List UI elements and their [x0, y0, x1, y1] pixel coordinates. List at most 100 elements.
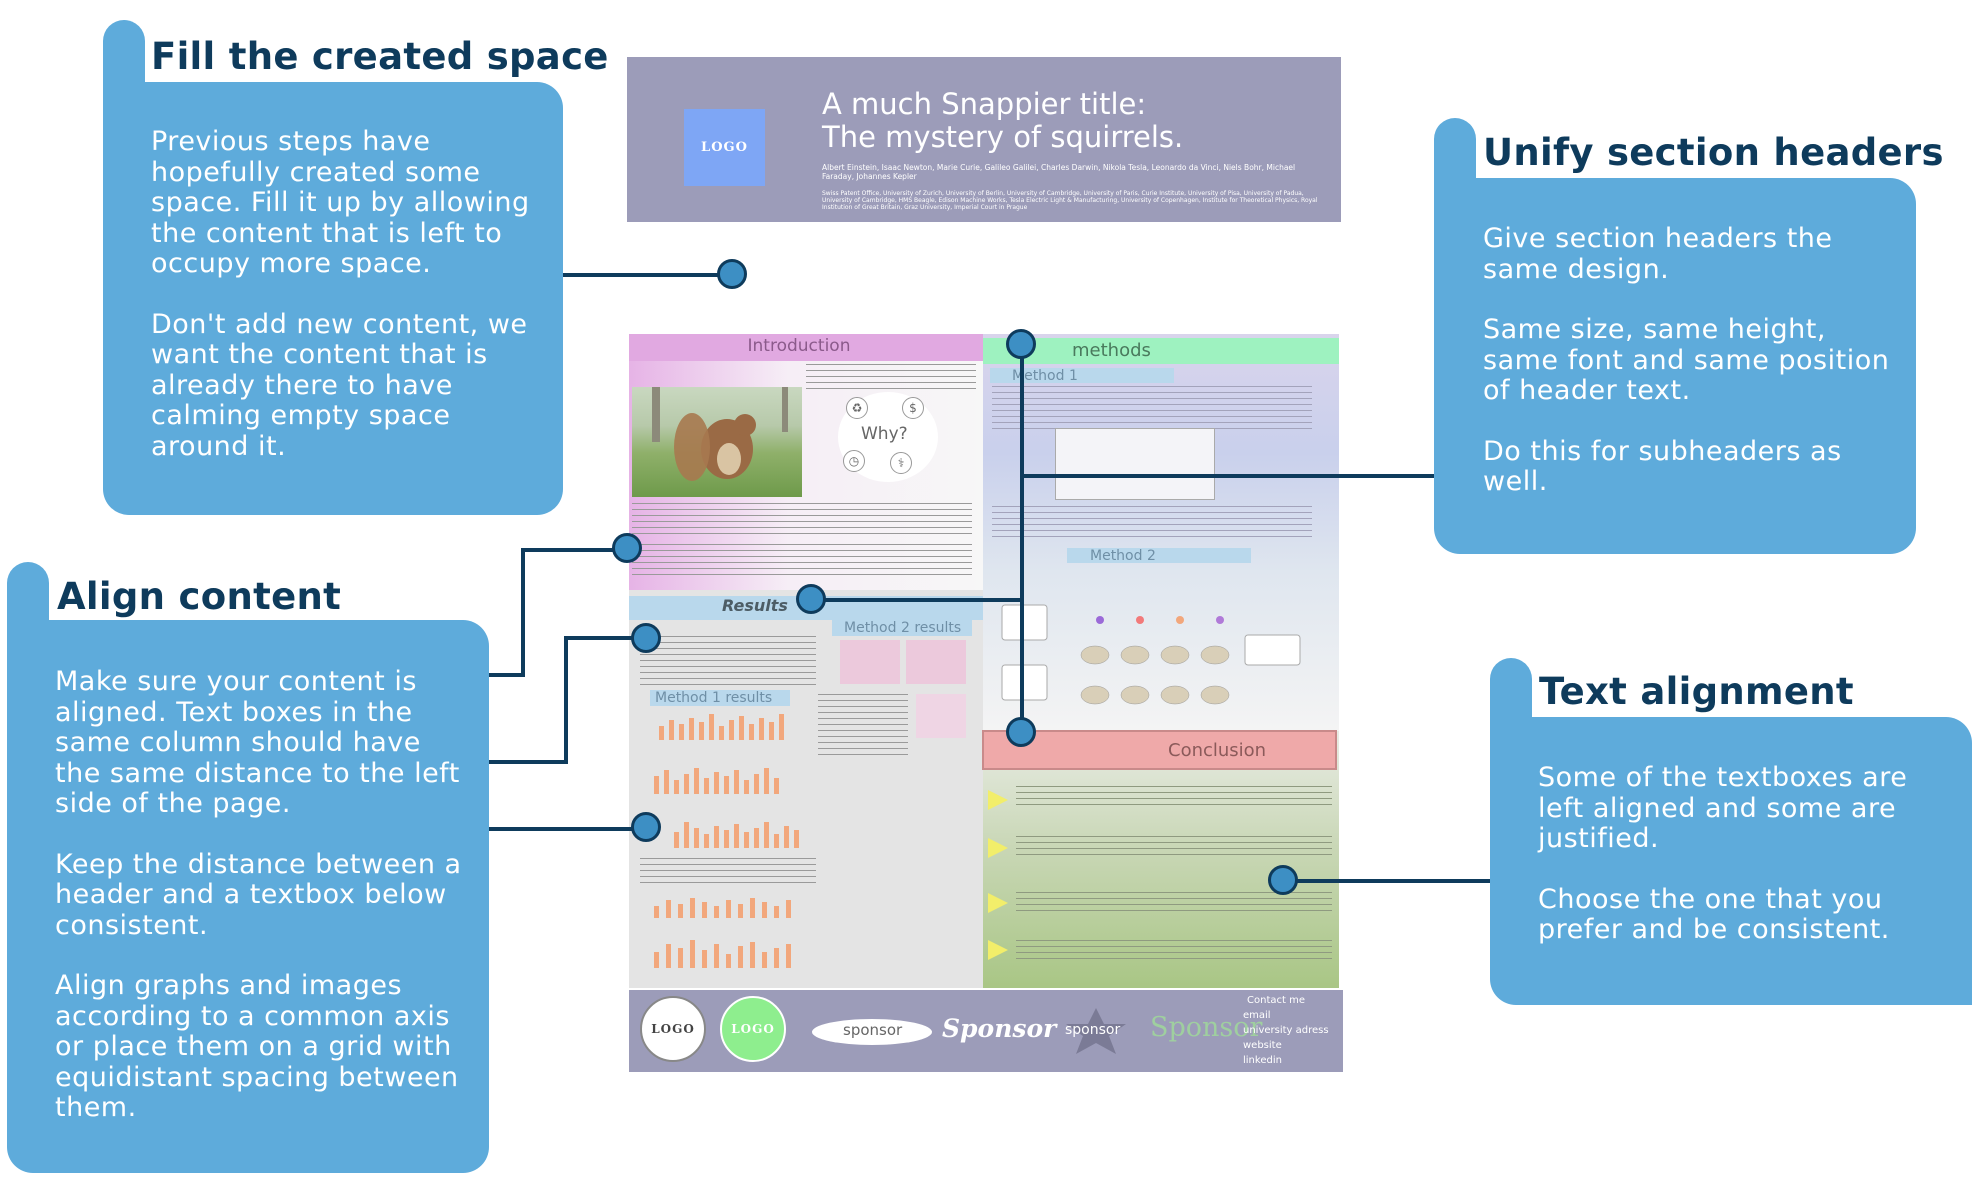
intro-header-text: Introduction [747, 336, 851, 356]
callout-unify-body [1434, 178, 1916, 554]
bar-chart-2 [650, 766, 790, 794]
callout-fill-body [103, 82, 563, 515]
callout-align-title: Align content [57, 575, 342, 618]
contact-heading: Contact me [1247, 995, 1305, 1006]
callout-fill-paragraph-2: Don't add new content, we want the conte… [151, 308, 528, 462]
callout-align-paragraph-2: Keep the distance between a header and a… [55, 848, 462, 941]
method2-mice [1080, 645, 1230, 705]
align-dot-2 [631, 623, 661, 653]
callout-align-body [7, 620, 489, 1173]
align-connector-1-h [488, 673, 524, 677]
results-text-top [640, 636, 816, 686]
footer-sponsor-4: Sponsor [1150, 1012, 1263, 1043]
clock-icon: ◷ [843, 450, 865, 472]
callout-unify-title: Unify section headers [1483, 131, 1944, 174]
contact-university-address: university adress [1243, 1025, 1329, 1036]
intro-header [629, 334, 983, 361]
align-connector-1-top [521, 548, 627, 552]
text-alignment-connector-line [1290, 879, 1492, 883]
methods-header-text: methods [1072, 340, 1151, 361]
poster-authors: Albert Einstein, Isaac Newton, Marie Cur… [822, 163, 1296, 181]
bar-chart-5 [650, 938, 810, 968]
squirrel-photo [632, 387, 802, 497]
align-connector-3-h [488, 827, 648, 831]
align-dot-1 [612, 533, 642, 563]
method2-results-header-text: Method 2 results [844, 620, 962, 636]
conclusion-header-text: Conclusion [1168, 740, 1267, 761]
footer-sponsor-3: sponsor [1065, 1022, 1121, 1038]
callout-unify-paragraph-2: Same size, same height, same font and sa… [1483, 314, 1890, 406]
method1-text2 [992, 506, 1312, 542]
method2-figure [1001, 604, 1301, 705]
histology-image-3 [916, 694, 966, 738]
callout-fill-text: Previous steps have hopefully created so… [151, 126, 541, 462]
callout-text-alignment-text: Some of the textboxes are left aligned a… [1538, 762, 1938, 946]
callout-unify-text: Give section headers the same design. Sa… [1483, 223, 1893, 498]
text-alignment-dot [1268, 865, 1298, 895]
unify-connector-vertical [1020, 340, 1024, 732]
footer-sponsor-1-shape [812, 1019, 932, 1045]
intro-text-body2 [632, 544, 972, 578]
callout-text-alignment-paragraph-2: Choose the one that you prefer and be co… [1538, 883, 1890, 945]
recycle-icon: ♻ [846, 397, 868, 419]
results-text-bottom [640, 858, 816, 888]
align-connector-2-v [564, 636, 568, 764]
method1-results-header-text: Method 1 results [655, 690, 773, 706]
conclusion-header [982, 730, 1337, 770]
callout-unify-paragraph-3: Do this for subheaders as well. [1483, 435, 1842, 497]
callout-fill-tab [103, 20, 145, 90]
poster-title-line1: A much Snappier title: [822, 87, 1147, 121]
method1-results-header [650, 690, 790, 706]
callout-unify-paragraph-1: Give section headers the same design. [1483, 223, 1833, 285]
method2-dots [1096, 616, 1224, 624]
callout-fill-title: Fill the created space [151, 35, 609, 78]
method1-text [992, 386, 1312, 430]
intro-text-top [806, 364, 976, 394]
callout-text-alignment-tab [1490, 658, 1532, 728]
results-header-text: Results [722, 596, 788, 615]
bar-chart-4 [650, 896, 810, 918]
footer-sponsor-2: Sponsor [942, 1014, 1057, 1043]
callout-text-alignment-paragraph-1: Some of the textboxes are left aligned a… [1538, 762, 1908, 854]
method1-flowchart [1055, 428, 1215, 500]
conclusion-text-3 [1016, 892, 1332, 916]
fill-connector-dot [717, 259, 747, 289]
callout-fill-paragraph-1: Previous steps have hopefully created so… [151, 126, 530, 279]
callout-align-paragraph-1: Make sure your content is aligned. Text … [55, 666, 460, 819]
bar-chart-1 [655, 712, 795, 740]
histology-image-2 [906, 640, 966, 684]
method1-header [990, 368, 1174, 383]
poster-title: A much Snappier title: The mystery of sq… [822, 88, 1183, 154]
poster-logo: LOGO [684, 109, 765, 186]
results-text-mid [818, 694, 908, 758]
conclusion-text-1 [1016, 786, 1332, 810]
conclusion-text-4 [1016, 940, 1332, 964]
unify-dot-conclusion [1006, 717, 1036, 747]
method1-header-text: Method 1 [1012, 368, 1078, 384]
contact-linkedin: linkedin [1243, 1055, 1282, 1066]
align-connector-2-top [564, 636, 644, 640]
conclusion-bullets [988, 790, 1008, 960]
callout-text-alignment-title: Text alignment [1539, 670, 1854, 713]
fill-connector-line [562, 273, 732, 277]
footer-logo-2: LOGO [720, 996, 786, 1062]
callout-text-alignment-body [1490, 717, 1972, 1005]
align-connector-2-h [488, 760, 568, 764]
footer-sponsor-1: sponsor [843, 1021, 903, 1039]
method2-header [1067, 548, 1251, 563]
histology-image-1 [840, 640, 900, 684]
medicine-icon: ⚕ [890, 452, 912, 474]
unify-connector-results [812, 598, 1022, 602]
align-dot-3 [631, 812, 661, 842]
methods-header [983, 338, 1339, 364]
unify-dot-results [796, 584, 826, 614]
footer-sponsor-3-star [1066, 1008, 1126, 1054]
method2-header-text: Method 2 [1090, 548, 1156, 564]
callout-align-text: Make sure your content is aligned. Text … [55, 666, 475, 1124]
poster-title-line2: The mystery of squirrels. [822, 120, 1184, 154]
align-connector-1-v [521, 548, 525, 677]
squirrel-illustration [652, 387, 788, 481]
poster-affiliations: Swiss Patent Office, University of Zuric… [822, 190, 1318, 211]
method2-results-header [832, 620, 972, 636]
money-icon: $ [902, 397, 924, 419]
